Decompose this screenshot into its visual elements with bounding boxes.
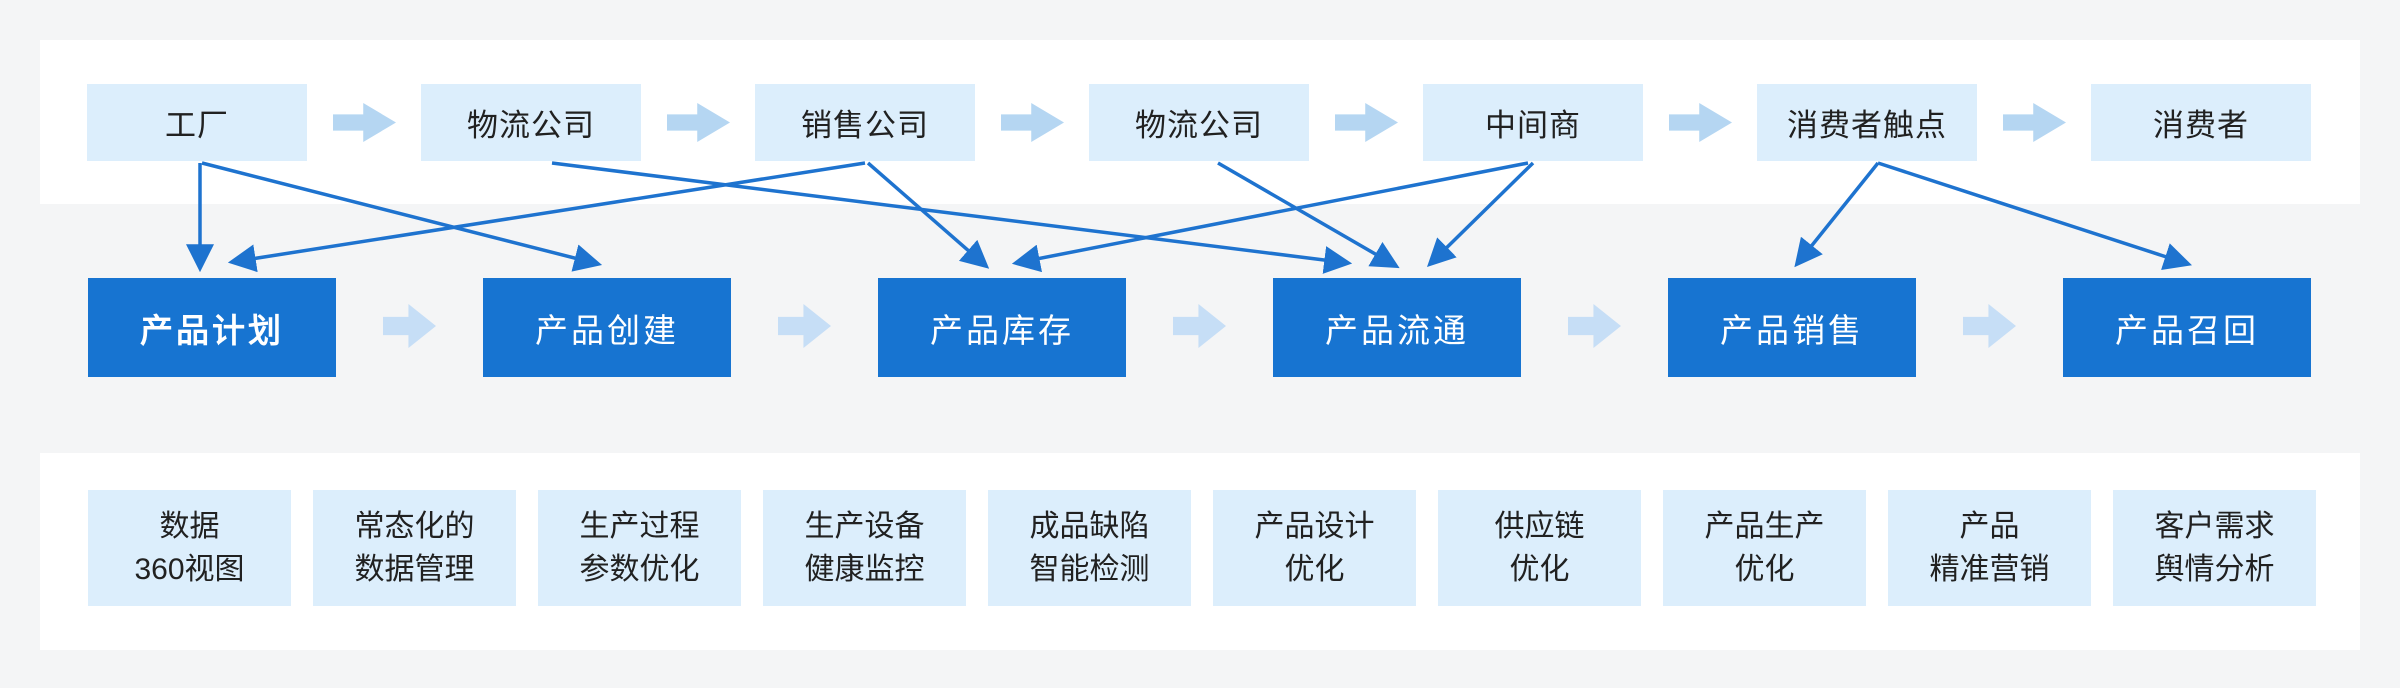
capability-node-product-production-optimization: 产品生产优化: [1663, 490, 1866, 606]
capability-node-data-360-view: 数据 360视图: [88, 490, 291, 606]
capability-node-precision-marketing: 产品精准营销: [1888, 490, 2091, 606]
flow-right-arrow-icon: [1335, 103, 1398, 142]
capability-label-line1: 产品: [1959, 510, 2020, 543]
top-node-label: 物流公司: [467, 108, 595, 143]
top-node-label: 中间商: [1485, 108, 1581, 143]
flow-right-arrow-icon: [333, 103, 396, 142]
capability-label-line1: 成品缺陷: [1029, 510, 1150, 543]
stage-node-product-planning: 产品计划: [88, 278, 336, 377]
capability-label-line1: 供应链: [1494, 510, 1585, 543]
capability-label-line1: 生产设备: [804, 510, 925, 543]
stage-node-product-circulation: 产品流通: [1273, 278, 1521, 377]
capability-label-line1: 生产过程: [579, 510, 700, 543]
stage-node-label: 产品创建: [535, 311, 679, 349]
capability-node-supply-chain-optimization: 供应链优化: [1438, 490, 1641, 606]
stage-node-label: 产品召回: [2115, 311, 2259, 349]
capability-label-line2: 参数优化: [579, 553, 700, 586]
capability-node-equipment-health-monitoring: 生产设备健康监控: [763, 490, 966, 606]
top-node-middleman: 中间商: [1423, 84, 1643, 161]
flow-right-arrow-icon: [1001, 103, 1064, 142]
top-node-consumer: 消费者: [2091, 84, 2311, 161]
capability-label-line2: 数据管理: [354, 553, 475, 586]
capability-label-line2: 优化: [1734, 553, 1795, 586]
flow-right-arrow-icon: [383, 304, 436, 348]
capability-label-line1: 产品设计: [1254, 510, 1375, 543]
capability-label-line1: 客户需求: [2154, 510, 2275, 543]
flow-right-arrow-icon: [1568, 304, 1621, 348]
stage-node-label: 产品计划: [140, 311, 284, 349]
capability-label-line2: 360视图: [134, 553, 245, 586]
capability-label-line2: 智能检测: [1029, 553, 1150, 586]
top-node-consumer-touchpoint: 消费者触点: [1757, 84, 1977, 161]
capability-node-customer-demand-sentiment-analysis: 客户需求舆情分析: [2113, 490, 2316, 606]
capability-label-line1: 产品生产: [1704, 510, 1825, 543]
top-node-logistics-company-2: 物流公司: [1089, 84, 1309, 161]
top-node-label: 消费者触点: [1787, 108, 1947, 143]
stage-node-label: 产品销售: [1720, 311, 1864, 349]
capability-label-line2: 健康监控: [804, 553, 925, 586]
capability-label-line1: 数据: [159, 510, 220, 543]
capability-label-line1: 常态化的: [354, 510, 475, 543]
top-node-label: 消费者: [2153, 108, 2249, 143]
top-node-factory: 工厂: [87, 84, 307, 161]
top-node-label: 工厂: [165, 108, 229, 143]
stage-node-label: 产品流通: [1325, 311, 1469, 349]
flow-right-arrow-icon: [1669, 103, 1732, 142]
flow-right-arrow-icon: [1963, 304, 2016, 348]
capability-label-line2: 精准营销: [1929, 553, 2050, 586]
stage-node-product-sales: 产品销售: [1668, 278, 1916, 377]
capability-node-normalized-data-management: 常态化的数据管理: [313, 490, 516, 606]
flow-right-arrow-icon: [2003, 103, 2066, 142]
stage-node-product-recall: 产品召回: [2063, 278, 2311, 377]
top-node-label: 销售公司: [801, 108, 929, 143]
flow-right-arrow-icon: [1173, 304, 1226, 348]
flow-right-arrow-icon: [667, 103, 730, 142]
stage-node-product-creation: 产品创建: [483, 278, 731, 377]
capability-label-line2: 舆情分析: [2154, 553, 2275, 586]
flow-right-arrow-icon: [778, 304, 831, 348]
capability-label-line2: 优化: [1509, 553, 1570, 586]
capability-node-production-process-param-optimization: 生产过程参数优化: [538, 490, 741, 606]
top-node-sales-company: 销售公司: [755, 84, 975, 161]
top-node-label: 物流公司: [1135, 108, 1263, 143]
capability-node-product-design-optimization: 产品设计优化: [1213, 490, 1416, 606]
capability-label-line2: 优化: [1284, 553, 1345, 586]
capability-node-defect-smart-detection: 成品缺陷智能检测: [988, 490, 1191, 606]
stage-node-label: 产品库存: [930, 311, 1074, 349]
top-node-logistics-company-1: 物流公司: [421, 84, 641, 161]
stage-node-product-inventory: 产品库存: [878, 278, 1126, 377]
